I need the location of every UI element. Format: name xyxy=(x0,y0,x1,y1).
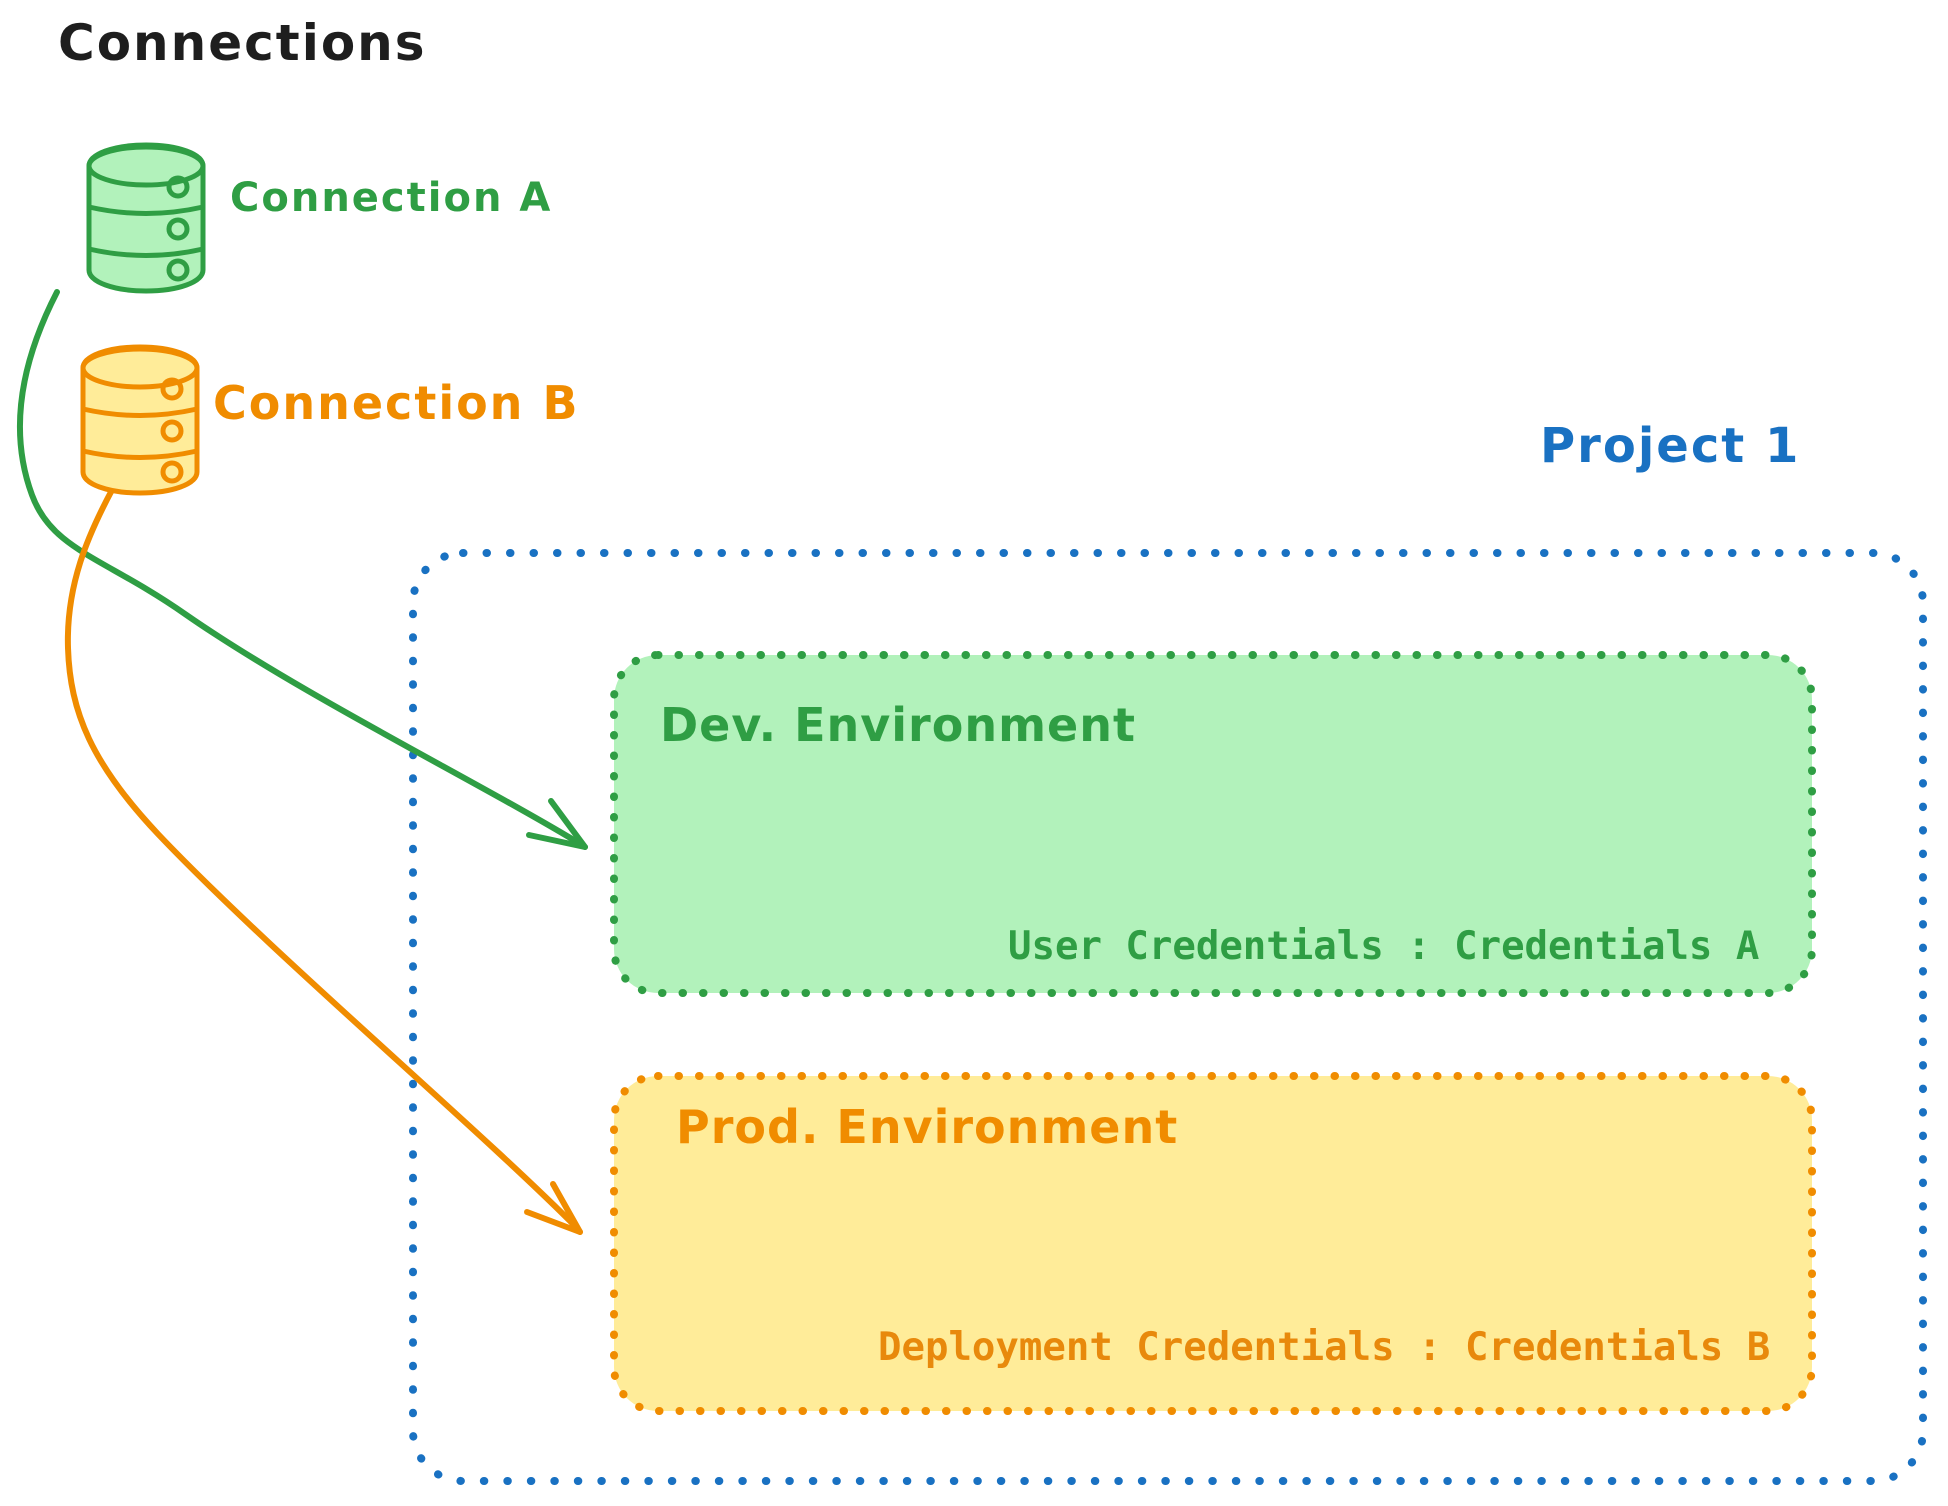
diagram-title: Connections xyxy=(58,14,427,72)
dev-environment-box xyxy=(610,651,1816,997)
prod-environment-title: Prod. Environment xyxy=(676,1100,1179,1154)
connection-a-label: Connection A xyxy=(230,175,553,221)
database-icon xyxy=(86,142,206,294)
arrow-connection-a-to-dev-icon xyxy=(17,289,588,850)
arrow-connection-b-to-prod-icon xyxy=(64,487,583,1235)
project-boundary-box xyxy=(409,549,1927,1485)
database-icon xyxy=(80,344,200,496)
connection-b-label: Connection B xyxy=(213,376,580,430)
prod-environment-credentials: Deployment Credentials : Credentials B xyxy=(878,1325,1771,1370)
project-title: Project 1 xyxy=(1540,418,1801,474)
prod-environment-box xyxy=(610,1072,1816,1415)
dev-environment-credentials: User Credentials : Credentials A xyxy=(1008,924,1760,969)
dev-environment-title: Dev. Environment xyxy=(660,698,1136,752)
